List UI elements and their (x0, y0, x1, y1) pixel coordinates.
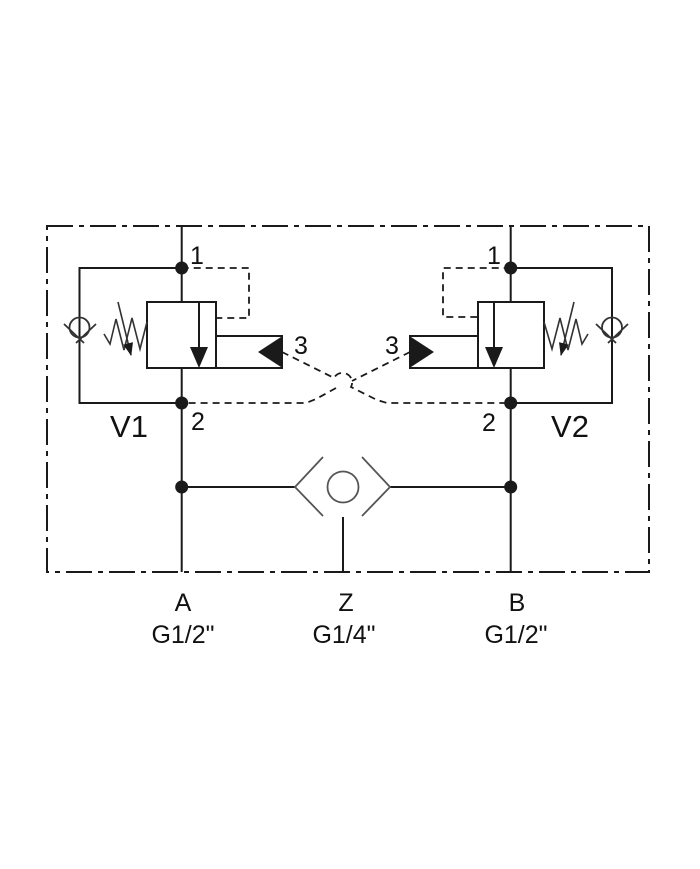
v1-port1-label: 1 (190, 242, 204, 270)
manifold-enclosure-border (46, 225, 650, 573)
port-z-thread-label: G1/4" (312, 621, 375, 649)
v1-name-label: V1 (110, 409, 148, 444)
cross-pilot-lines (181, 351, 511, 404)
port-labels: A G1/2" Z G1/4" B G1/2" (151, 589, 547, 649)
valve-v2: 1 2 3 V2 (385, 226, 629, 572)
v2-name-label: V2 (551, 409, 589, 444)
v2-port2-label: 2 (482, 409, 496, 437)
v1-bypass-line (78, 267, 182, 404)
v2-flow-arrow-icon (485, 347, 503, 368)
v1-check-valve-icon (63, 316, 97, 344)
v1-adjustable-spring-icon (103, 301, 148, 356)
pilot-line-v2-to-v1 (181, 351, 411, 404)
port-a-thread-label: G1/2" (151, 621, 214, 649)
v2-node-1 (504, 261, 518, 275)
shuttle-valve (181, 456, 511, 572)
v2-node-2 (504, 396, 518, 410)
port-a-label: A (175, 589, 192, 617)
v1-pilot-line (181, 267, 250, 319)
v2-pilot-triangle-icon (411, 337, 434, 367)
pilot-line-v1-to-v2 (281, 351, 511, 404)
v1-port3-label: 3 (294, 332, 308, 360)
valve-v1: 1 2 3 V1 (63, 226, 308, 572)
v2-check-valve-icon (595, 316, 629, 344)
v1-pilot-triangle-icon (258, 337, 281, 367)
v2-valve-body (477, 301, 545, 369)
v1-node-1 (175, 261, 189, 275)
v1-port2-label: 2 (191, 408, 205, 436)
v2-pilot-line (442, 267, 511, 318)
shuttle-valve-icon (293, 456, 392, 517)
v2-port1-label: 1 (487, 242, 501, 270)
port-b-label: B (509, 589, 526, 617)
port-b-thread-label: G1/2" (484, 621, 547, 649)
v2-port3-label: 3 (385, 332, 399, 360)
v2-bypass-line (510, 267, 613, 404)
v1-valve-body (146, 301, 217, 369)
v2-adjustable-spring-icon (543, 301, 589, 356)
v1-flow-arrow-icon (190, 347, 208, 368)
port-z-label: Z (338, 589, 353, 617)
